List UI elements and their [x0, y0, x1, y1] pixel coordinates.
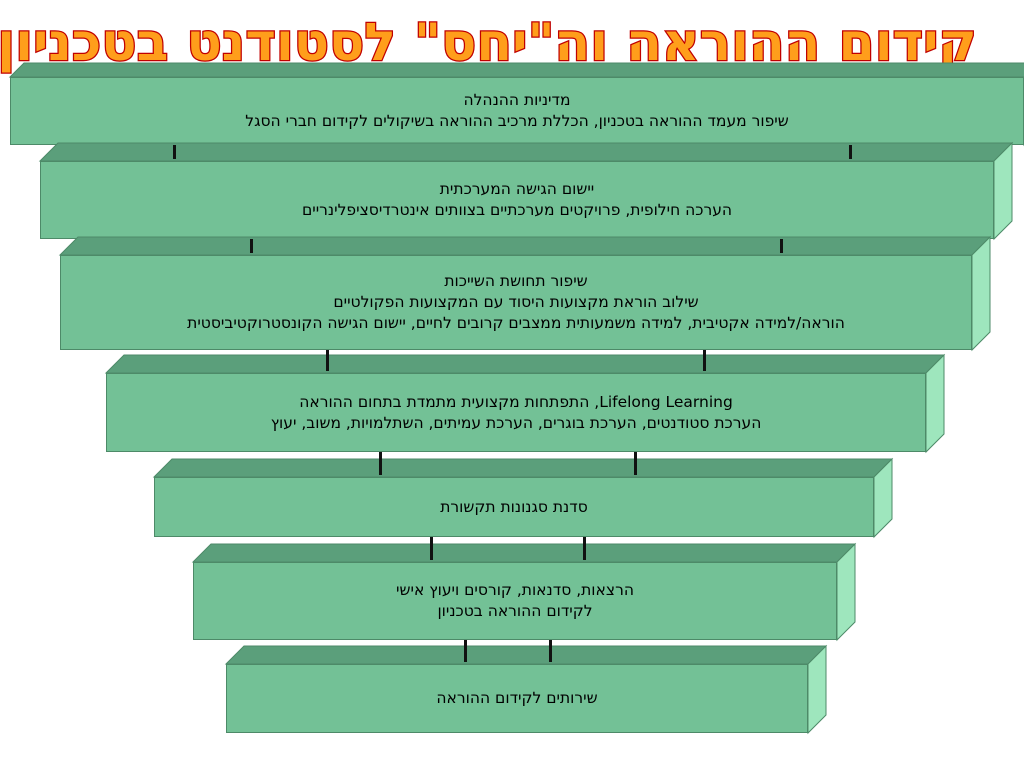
tier-side-face: [873, 457, 893, 539]
connector-line: [430, 537, 433, 560]
tier-text-line: הערכת סטודנטים, הערכת בוגרים, הערכת עמית…: [270, 413, 762, 432]
tier-top-face: [104, 354, 946, 374]
connector-line: [849, 145, 852, 159]
tier-text-line: מדיניות ההנהלה: [463, 91, 571, 109]
tier-front-face: Lifelong Learning, התפתחות מקצועית מתמדת…: [106, 373, 926, 452]
tier-front-face: סדנת סגנונות תקשורת: [154, 477, 874, 537]
tier-side-face: [836, 542, 856, 642]
tier-3: שיפור תחושת השייכות שילוב הוראת מקצועות ה…: [58, 235, 992, 352]
tier-side-face: [993, 141, 1013, 241]
connector-line: [250, 239, 253, 253]
tier-text-line: שיפור תחושת השייכות: [444, 272, 588, 290]
tier-top-face: [8, 62, 1024, 78]
tier-front-face: הרצאות, סדנאות, קורסים ויעוץ אישי לקידום …: [193, 562, 837, 640]
tier-text-line: Lifelong Learning, התפתחות מקצועית מתמדת…: [299, 392, 733, 411]
tier-front-face: שירותים לקידום ההוראה: [226, 664, 808, 733]
tier-top-face: [191, 543, 857, 563]
tier-text-line: הרצאות, סדנאות, קורסים ויעוץ אישי: [396, 581, 634, 599]
connector-line: [780, 239, 783, 253]
tier-2: יישום הגישה המערכתית הערכה חילופית, פרויק…: [38, 141, 1014, 241]
connector-line: [326, 350, 329, 371]
tier-top-face: [38, 142, 1014, 162]
tier-text-line: לקידום ההוראה בטכניון: [437, 602, 593, 620]
connector-line: [173, 145, 176, 159]
connector-line: [703, 350, 706, 371]
tier-5: סדנת סגנונות תקשורת: [152, 457, 894, 539]
tier-side-face: [925, 353, 945, 454]
tier-6: הרצאות, סדנאות, קורסים ויעוץ אישי לקידום …: [191, 542, 857, 642]
tier-side-face: [971, 235, 991, 352]
tier-text-line: שילוב הוראת מקצועות היסוד עם המקצועות הפ…: [333, 293, 699, 311]
tier-3d-frame: [104, 353, 946, 454]
tier-top-face: [224, 645, 828, 665]
tier-front-face: שיפור תחושת השייכות שילוב הוראת מקצועות ה…: [60, 255, 972, 350]
tier-text-line: יישום הגישה המערכתית: [439, 180, 595, 198]
tier-text-line: הערכה חילופית, פרויקטים מערכתיים בצוותים…: [301, 201, 733, 219]
tier-4: Lifelong Learning, התפתחות מקצועית מתמדת…: [104, 353, 946, 454]
connector-line: [464, 640, 467, 662]
connector-line: [549, 640, 552, 662]
tier-text-line: הוראה/למידה אקטיבית, למידה משמעותית ממצב…: [187, 314, 845, 332]
connector-line: [634, 452, 637, 475]
tier-3d-frame: [152, 457, 894, 539]
tier-7: שירותים לקידום ההוראה: [224, 644, 828, 735]
connector-line: [379, 452, 382, 475]
tier-text-line: סדנת סגנונות תקשורת: [440, 497, 588, 516]
tier-3d-frame: [224, 644, 828, 735]
tier-front-face: יישום הגישה המערכתית הערכה חילופית, פרויק…: [40, 161, 994, 239]
connector-line: [583, 537, 586, 560]
tier-top-face: [58, 236, 992, 256]
tier-side-face: [807, 644, 827, 735]
tier-text-line: שיפור מעמד ההוראה בטכניון, הכללת מרכיב ה…: [245, 112, 789, 130]
tier-3d-frame: [38, 141, 1014, 241]
tier-top-face: [152, 458, 894, 478]
tier-front-face: מדיניות ההנהלה שיפור מעמד ההוראה בטכניון,…: [10, 77, 1024, 145]
tier-3d-frame: [58, 235, 992, 352]
tier-1: מדיניות ההנהלה שיפור מעמד ההוראה בטכניון,…: [8, 62, 1024, 147]
tier-text-line: שירותים לקידום ההוראה: [436, 689, 598, 707]
